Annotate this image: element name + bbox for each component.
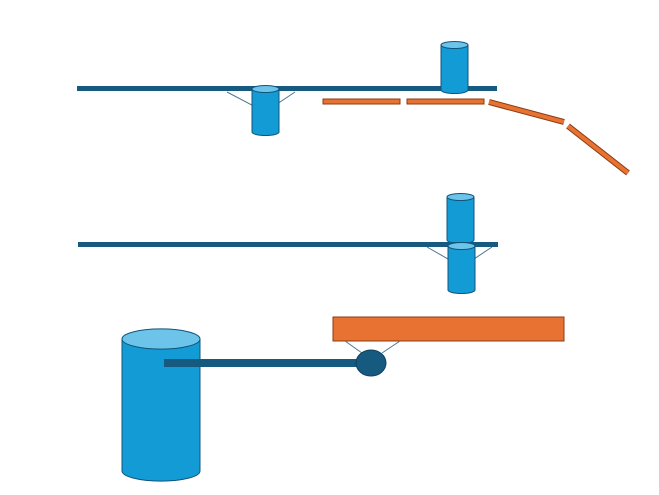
- cylinder-top: [251, 84, 280, 94]
- middle-rail: [78, 242, 498, 247]
- cylinder-below-top-rail: [251, 84, 280, 137]
- pivot-joint: [355, 349, 387, 377]
- cylinder-body: [447, 245, 476, 295]
- cylinder-top: [121, 328, 201, 350]
- orange-plate: [332, 316, 565, 342]
- cylinder-body: [251, 88, 280, 137]
- orange-segment-1: [322, 98, 401, 105]
- bottom-assembly: [121, 316, 565, 482]
- support-lines: [381, 340, 401, 354]
- cylinder-above-top-rail: [440, 40, 469, 95]
- cylinder-below-middle-rail: [447, 241, 476, 295]
- top-assembly: [77, 40, 630, 176]
- connecting-rod: [164, 359, 364, 367]
- large-cylinder: [121, 328, 201, 482]
- cylinder-body: [440, 44, 469, 95]
- cylinder-above-middle-rail: [446, 192, 475, 245]
- cylinder-top: [446, 192, 475, 202]
- top-rail: [77, 86, 497, 91]
- orange-segment-2: [406, 98, 485, 105]
- cylinder-body: [446, 196, 475, 245]
- cylinder-top: [447, 241, 476, 251]
- middle-assembly: [78, 192, 498, 295]
- cylinder-top: [440, 40, 469, 50]
- cylinder-body: [121, 338, 201, 482]
- support-lines: [344, 340, 363, 354]
- orange-segment-4-fill: [566, 124, 630, 175]
- orange-segment-3-fill: [488, 100, 565, 124]
